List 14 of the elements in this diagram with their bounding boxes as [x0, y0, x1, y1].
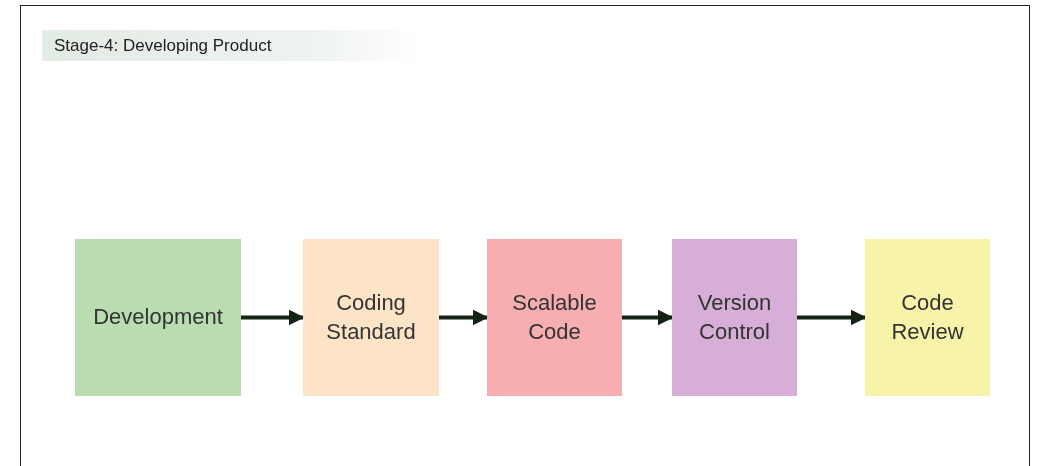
process-box [865, 239, 990, 396]
process-box [75, 239, 241, 396]
box-label: Version Control [696, 288, 773, 346]
box-label: Scalable Code [511, 288, 598, 346]
box-label: Development [93, 303, 223, 332]
arrow [622, 309, 674, 326]
process-box [303, 239, 439, 396]
process-box [672, 239, 797, 396]
box-label: Code Review [890, 288, 965, 346]
arrow [439, 309, 489, 326]
arrow [797, 309, 867, 326]
box-label: Coding Standard [325, 288, 417, 346]
process-box [487, 239, 622, 396]
arrow [241, 309, 305, 326]
